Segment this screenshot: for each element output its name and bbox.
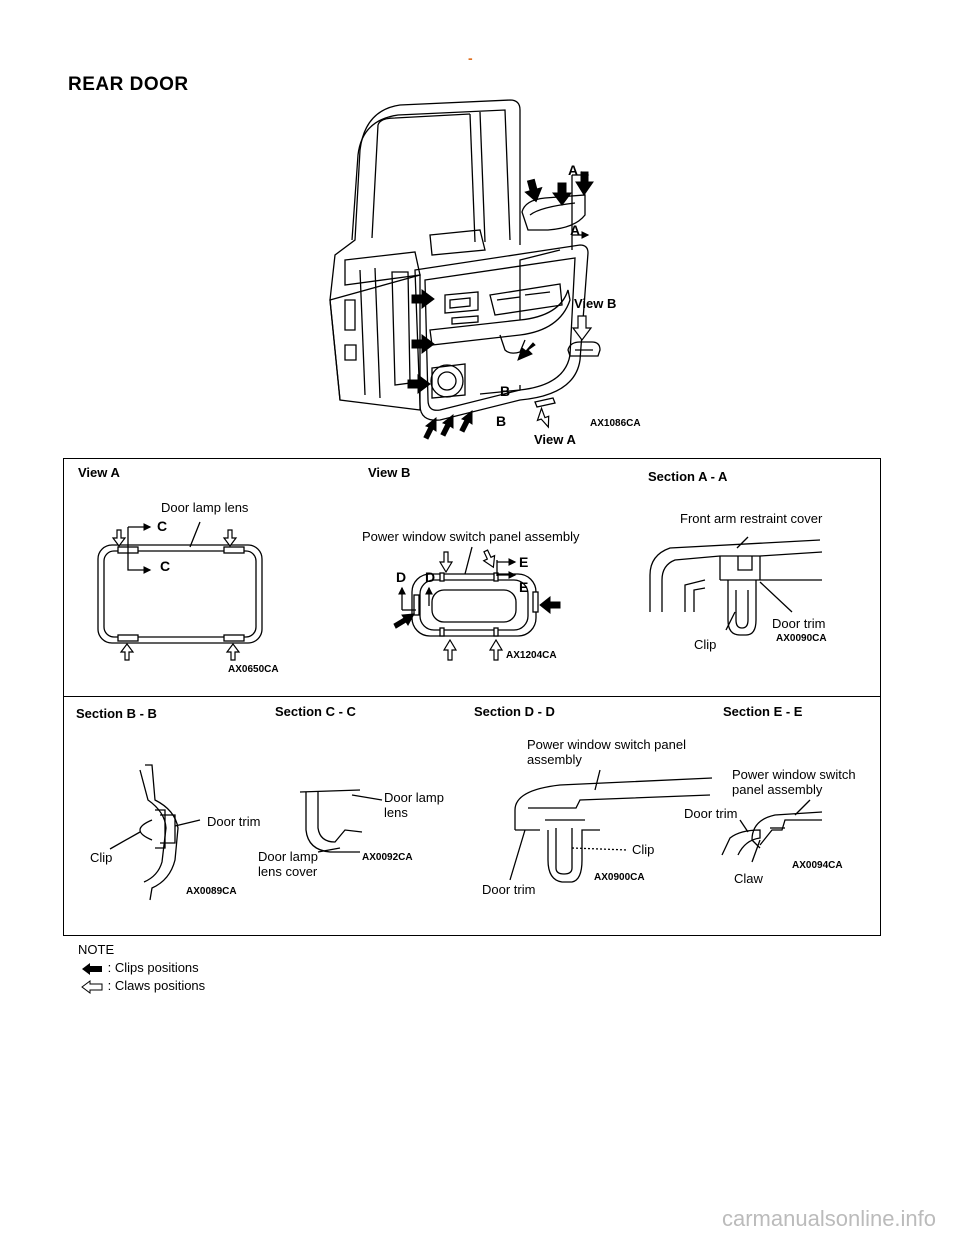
section-cc-lens-label: Door lamp lens: [384, 790, 444, 820]
section-dd-panel-label: Power window switch panel assembly: [527, 737, 686, 767]
section-d-marker-right: D: [425, 569, 436, 585]
watermark-text: carmanualsonline.info: [722, 1206, 937, 1231]
section-cc-cover-label-line2: lens cover: [258, 864, 318, 879]
section-dd-door-trim-label: Door trim: [482, 882, 536, 897]
section-cc-cover-label-line1: Door lamp: [258, 849, 318, 864]
figure-code-section-aa: AX0090CA: [776, 633, 827, 644]
switch-panel-label: Power window switch panel assembly: [362, 529, 580, 544]
section-dd-clip-label: Clip: [632, 842, 655, 857]
section-ee-claw-label: Claw: [734, 871, 763, 886]
section-cc-lens-label-line2: lens: [384, 805, 408, 820]
section-c-marker-top: C: [157, 518, 168, 534]
page-title: REAR DOOR: [68, 74, 189, 95]
section-dd-panel-label-line1: Power window switch panel: [527, 737, 686, 752]
section-ee-panel-label-line2: panel assembly: [732, 782, 823, 797]
header-mark: -: [468, 50, 473, 66]
figure-code-section-bb: AX0089CA: [186, 886, 237, 897]
section-e-marker-top: E: [519, 554, 529, 570]
view-b-callout: View B: [574, 296, 617, 311]
section-d-marker-left: D: [396, 569, 407, 585]
note-title: NOTE: [78, 942, 115, 957]
hollow-arrow-icon: [81, 979, 103, 994]
figure-code-view-a: AX0650CA: [228, 664, 279, 675]
section-a-marker-top: A: [568, 162, 579, 178]
view-a-heading: View A: [78, 465, 120, 480]
section-e-marker-bottom: E: [519, 579, 529, 595]
view-b-heading: View B: [368, 465, 411, 480]
section-cc-heading: Section C - C: [275, 704, 356, 719]
figure-code-section-cc: AX0092CA: [362, 852, 413, 863]
section-bb-heading: Section B - B: [76, 706, 157, 721]
legend-clips: : Clips positions: [80, 960, 199, 976]
section-ee-panel-label: Power window switch panel assembly: [732, 767, 856, 797]
section-b-marker-top: B: [500, 383, 511, 399]
legend-claws-text: : Claws positions: [107, 978, 206, 993]
legend-claws: : Claws positions: [80, 978, 205, 994]
section-dd-panel-label-line2: assembly: [527, 752, 582, 767]
section-ee-door-trim-label: Door trim: [684, 806, 738, 821]
door-lamp-lens-label: Door lamp lens: [161, 500, 249, 515]
section-b-marker-bottom: B: [496, 413, 507, 429]
figure-code-view-b: AX1204CA: [506, 650, 557, 661]
section-aa-door-trim-label: Door trim: [772, 616, 826, 631]
detail-panel: [63, 458, 881, 936]
section-bb-door-trim-label: Door trim: [207, 814, 261, 829]
panel-divider: [63, 696, 881, 697]
section-ee-heading: Section E - E: [723, 704, 803, 719]
section-aa-clip-label: Clip: [694, 637, 717, 652]
figure-code-section-dd: AX0900CA: [594, 872, 645, 883]
section-c-marker-bottom: C: [160, 558, 171, 574]
section-bb-clip-label: Clip: [90, 850, 113, 865]
section-a-marker-bottom: A: [570, 222, 581, 238]
legend-clips-text: : Clips positions: [107, 960, 199, 975]
section-aa-heading: Section A - A: [648, 469, 728, 484]
view-a-callout: View A: [534, 432, 576, 447]
section-cc-lens-label-line1: Door lamp: [384, 790, 444, 805]
front-arm-restraint-cover-label: Front arm restraint cover: [680, 511, 823, 526]
section-cc-cover-label: Door lamp lens cover: [258, 849, 318, 879]
section-ee-panel-label-line1: Power window switch: [732, 767, 856, 782]
figure-code-section-ee: AX0094CA: [792, 860, 843, 871]
solid-arrow-icon: [82, 962, 102, 975]
section-dd-heading: Section D - D: [474, 704, 555, 719]
figure-code-main: AX1086CA: [590, 418, 641, 429]
